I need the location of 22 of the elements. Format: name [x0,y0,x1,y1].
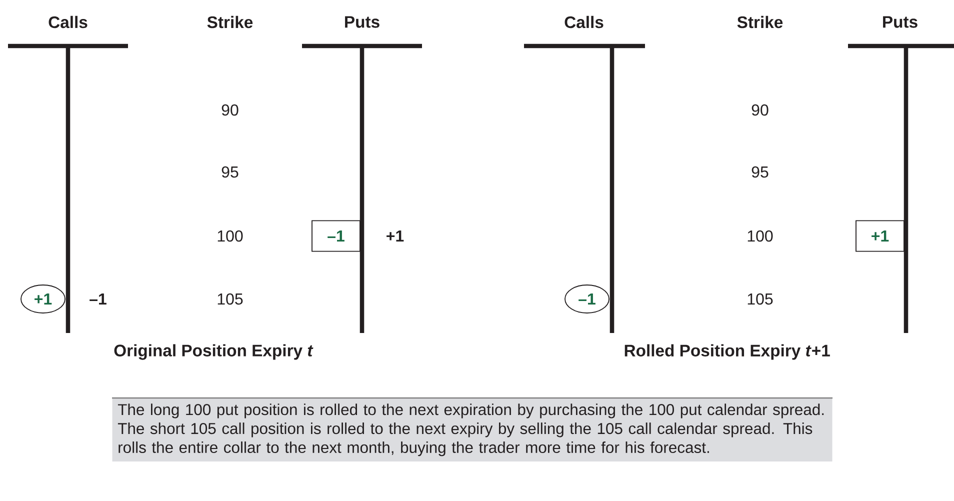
panel-caption: Original Position Expiry t [114,344,314,360]
column-header: Puts [883,16,918,28]
position-quantity: –1 [90,294,106,304]
column-header: Strike [207,16,253,28]
strike-price: 90 [752,104,768,116]
position-box: –1 [312,220,360,252]
column-header: Puts [345,16,380,28]
node-label: The long 100 put position is rolled to the next expiration by purchasing the 100 put calendar spread. The short 105 call position is rolled to the next expiry by selling the 105 call calendar spread. This rolls the entire collar to the next month, buying the trader more time for his forecast. [118,404,824,456]
strike-price: 105 [218,293,243,305]
strike-price: 90 [222,104,238,116]
position-box: +1 [856,220,904,252]
strike-price: 105 [748,293,773,305]
column-header: Calls [48,16,88,28]
column-header: Strike [737,16,783,28]
column-header: Calls [564,16,604,28]
strike-price: 95 [752,166,768,178]
strike-price: 100 [218,230,243,242]
note-box: The long 100 put position is rolled to the next expiration by purchasing the 100 put calendar spread. The short 105 call position is rolled to the next expiry by selling the 105 call calendar spread. This rolls the entire collar to the next month, buying the trader more time for his forecast. [112,398,832,462]
strike-price: 100 [748,230,773,242]
strike-price: 95 [222,166,238,178]
position-quantity: +1 [386,230,404,242]
panel-caption: Rolled Position Expiry t+1 [624,344,830,360]
